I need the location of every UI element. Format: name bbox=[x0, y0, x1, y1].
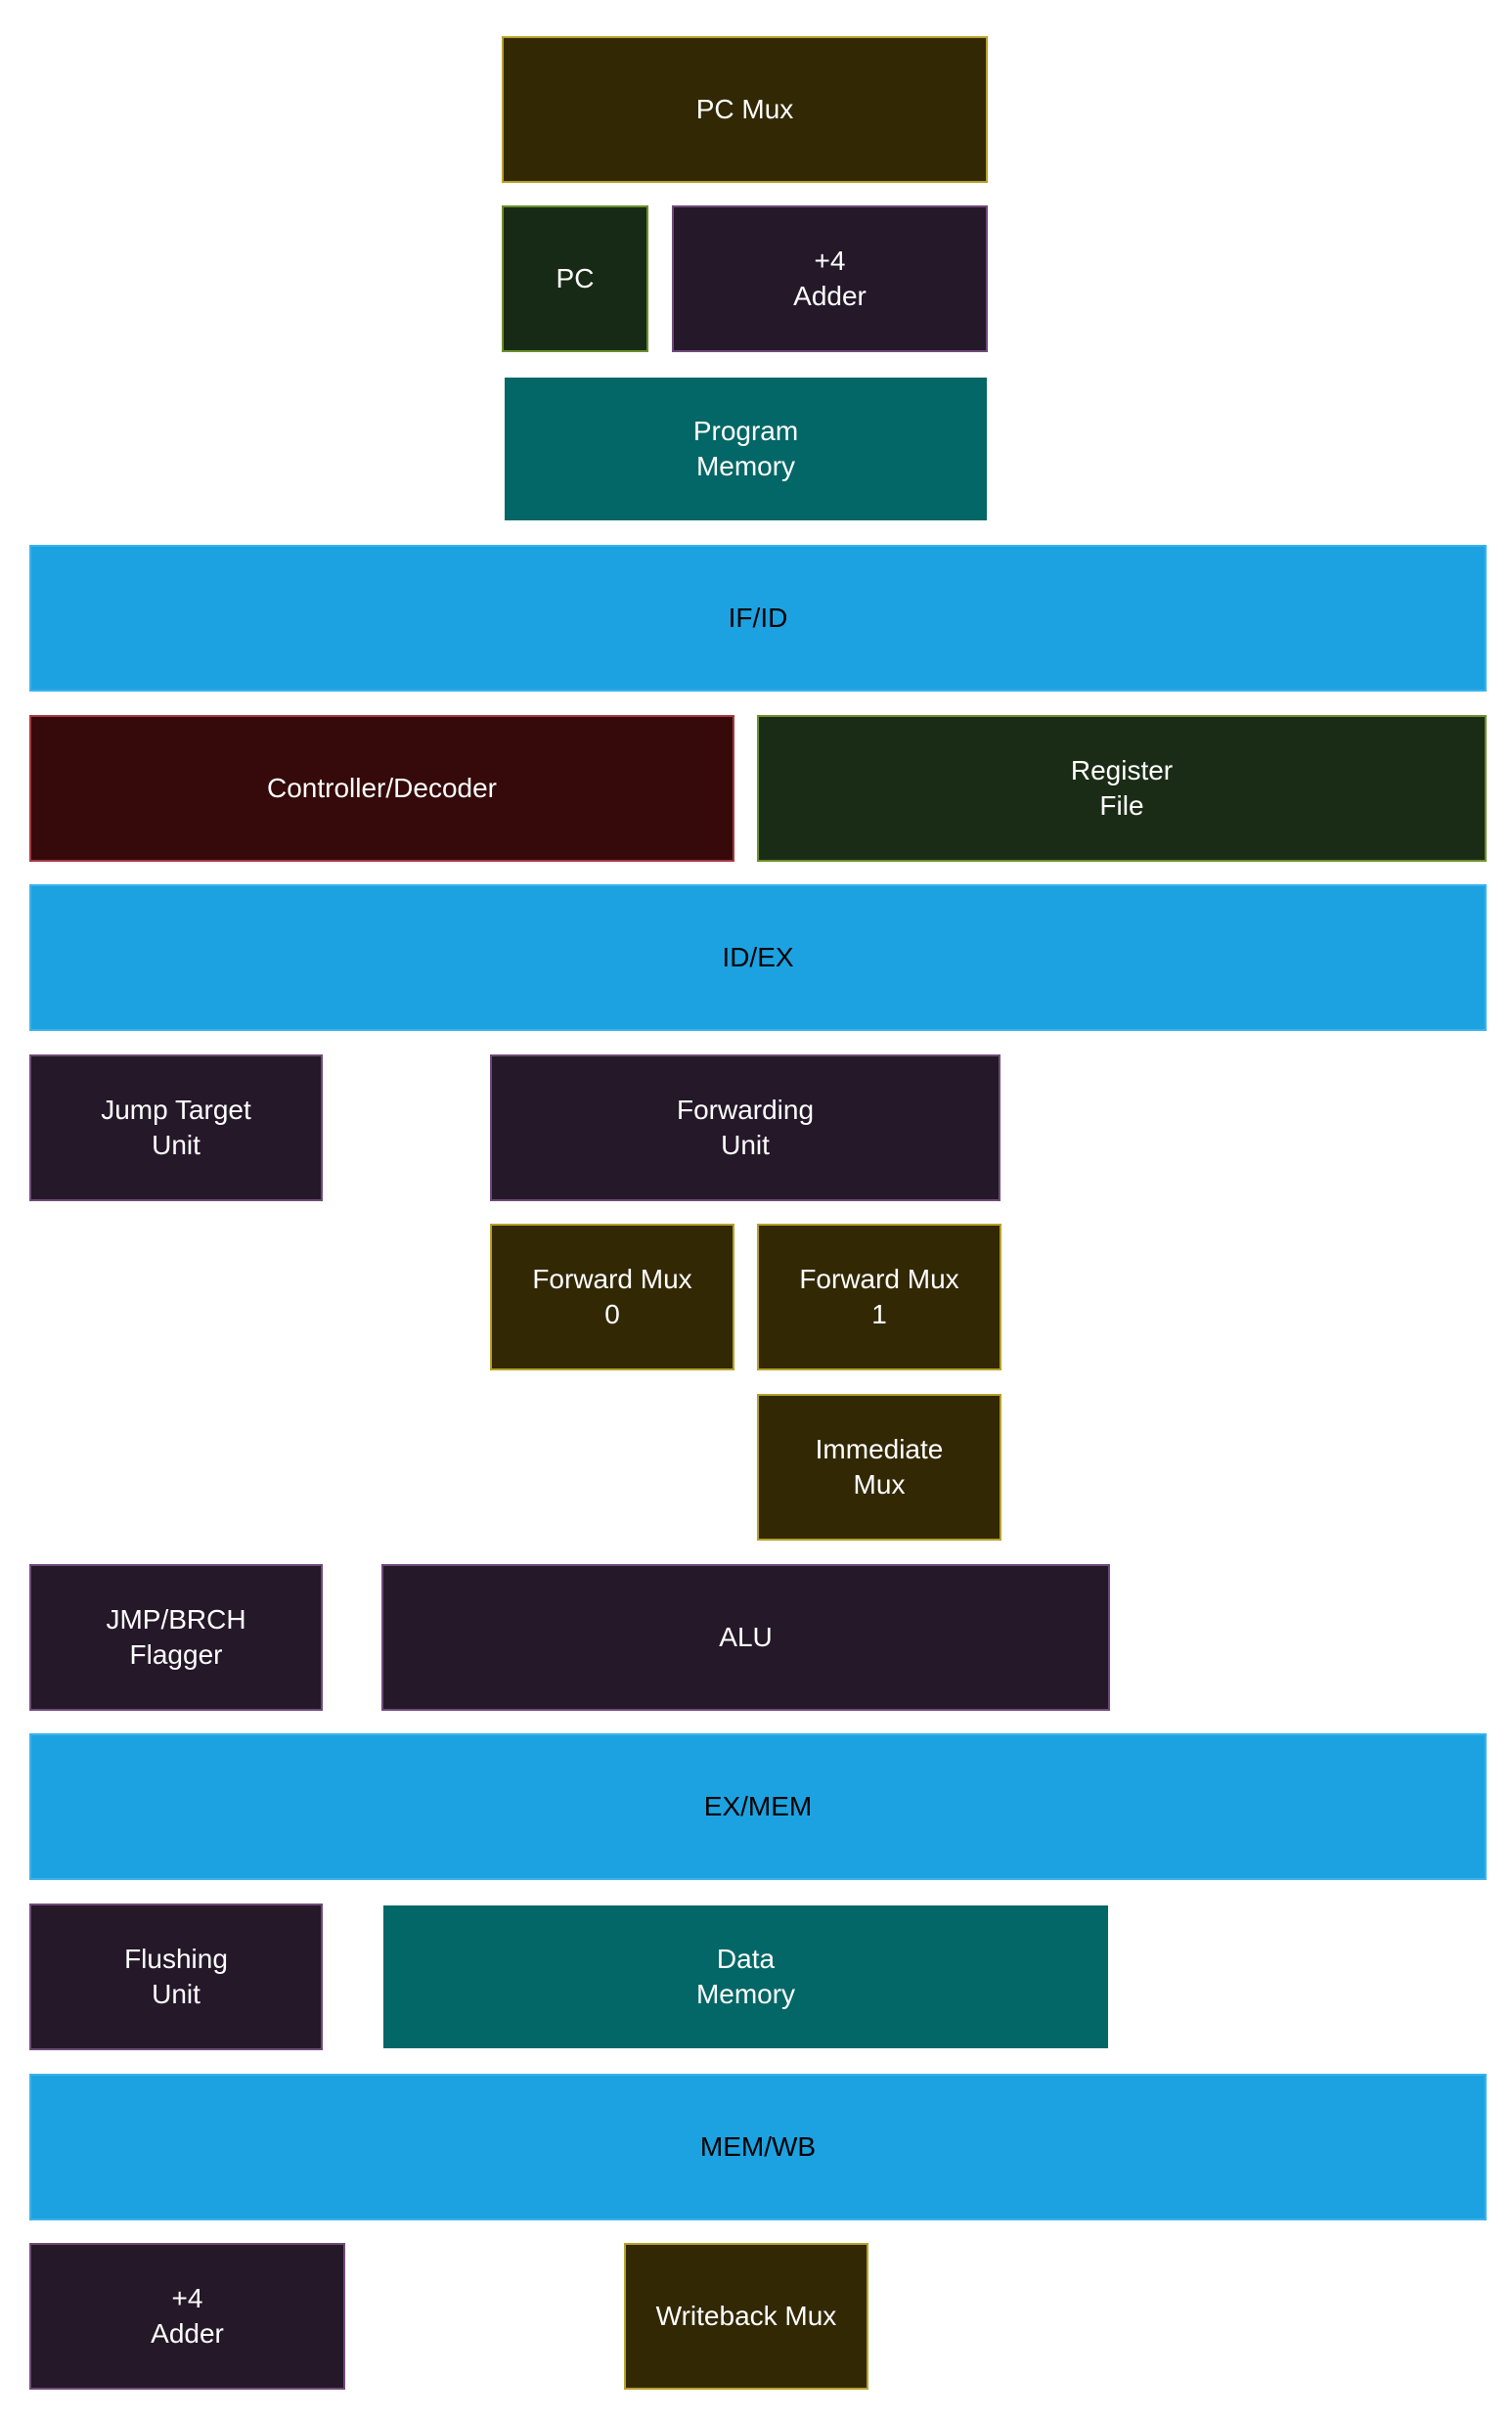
jump-target-unit-block: Jump Target Unit bbox=[29, 1054, 323, 1201]
pc-mux-block: PC Mux bbox=[502, 36, 988, 183]
mem-wb-register: MEM/WB bbox=[29, 2074, 1487, 2220]
data-memory-label: Data Memory bbox=[695, 1944, 796, 2009]
jump-target-unit-label: Jump Target Unit bbox=[101, 1095, 251, 1160]
writeback-mux-label: Writeback Mux bbox=[655, 2301, 837, 2331]
forwarding-unit-block: Forwarding Unit bbox=[490, 1054, 1001, 1201]
ex-mem-label: EX/MEM bbox=[703, 1791, 813, 1821]
jmp-brch-flagger-block: JMP/BRCH Flagger bbox=[29, 1564, 323, 1711]
register-file-block: Register File bbox=[757, 715, 1487, 862]
ex-mem-register: EX/MEM bbox=[29, 1733, 1487, 1880]
flushing-unit-label: Flushing Unit bbox=[124, 1944, 228, 2009]
flushing-unit-block: Flushing Unit bbox=[29, 1904, 323, 2050]
pc-mux-label: PC Mux bbox=[695, 94, 794, 124]
controller-decoder-block: Controller/Decoder bbox=[29, 715, 734, 862]
forward-mux-0-label: Forward Mux 0 bbox=[532, 1264, 692, 1329]
forward-mux-0-block: Forward Mux 0 bbox=[490, 1224, 734, 1370]
program-memory-label: Program Memory bbox=[692, 416, 799, 481]
mem-wb-label: MEM/WB bbox=[699, 2131, 817, 2162]
pc-label: PC bbox=[556, 263, 595, 293]
controller-decoder-label: Controller/Decoder bbox=[267, 773, 497, 803]
id-ex-register: ID/EX bbox=[29, 884, 1487, 1031]
alu-label: ALU bbox=[719, 1622, 773, 1652]
immediate-mux-label: Immediate Mux bbox=[815, 1434, 944, 1500]
program-memory-block: Program Memory bbox=[505, 378, 987, 520]
forward-mux-1-block: Forward Mux 1 bbox=[757, 1224, 1001, 1370]
writeback-adder-block: +4 Adder bbox=[29, 2243, 345, 2390]
forward-mux-1-label: Forward Mux 1 bbox=[799, 1264, 959, 1329]
alu-block: ALU bbox=[381, 1564, 1110, 1711]
register-file-label: Register File bbox=[1070, 755, 1174, 821]
id-ex-label: ID/EX bbox=[722, 942, 794, 972]
if-id-label: IF/ID bbox=[728, 603, 788, 633]
if-id-register: IF/ID bbox=[29, 545, 1487, 692]
writeback-mux-block: Writeback Mux bbox=[624, 2243, 868, 2390]
immediate-mux-block: Immediate Mux bbox=[757, 1394, 1001, 1541]
fetch-adder-block: +4 Adder bbox=[672, 205, 988, 352]
data-memory-block: Data Memory bbox=[383, 1905, 1108, 2048]
writeback-adder-label: +4 Adder bbox=[151, 2283, 224, 2349]
forwarding-unit-label: Forwarding Unit bbox=[676, 1095, 815, 1160]
pc-block: PC bbox=[502, 205, 648, 352]
jmp-brch-flagger-label: JMP/BRCH Flagger bbox=[106, 1604, 246, 1670]
fetch-adder-label: +4 Adder bbox=[793, 246, 867, 311]
